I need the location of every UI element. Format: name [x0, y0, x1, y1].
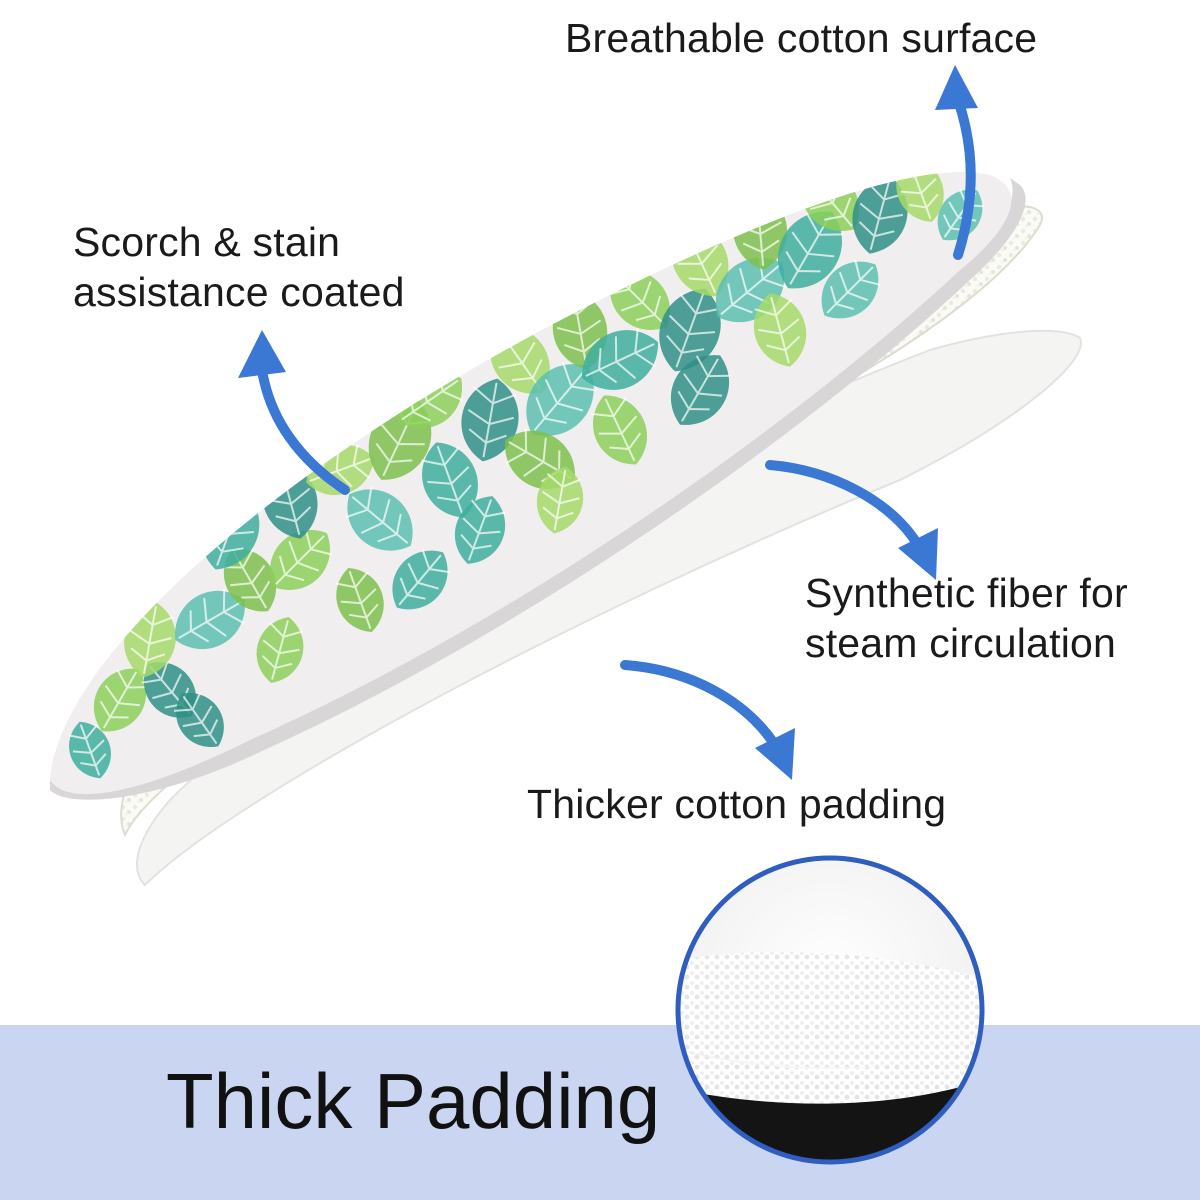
leaf-shape — [68, 721, 111, 779]
leaf-shape — [221, 548, 277, 612]
leaf-shape — [256, 617, 304, 683]
scorch-stain-label-line1: Scorch & stain — [73, 219, 341, 265]
curved-arrow-icon — [765, 460, 923, 550]
synthetic-fiber-label-line2: steam circulation — [805, 620, 1117, 666]
leaf-shape — [659, 288, 722, 372]
leaf-shape — [93, 668, 149, 732]
scorch-stain-label-line2: assistance coated — [73, 269, 405, 315]
leaf-shape — [778, 211, 845, 289]
leaf-shape — [526, 361, 597, 436]
leaf-shape — [421, 442, 478, 518]
leaf-shape — [852, 176, 908, 254]
leaf-shape — [670, 355, 732, 425]
leaf-shape — [173, 692, 224, 747]
leaf-shape — [454, 496, 506, 564]
thick-padding-headline: Thick Padding — [166, 1057, 661, 1145]
curved-arrow-icon — [257, 365, 350, 495]
leaf-shape — [821, 259, 881, 319]
curved-arrow-icon — [935, 65, 978, 110]
curved-arrow-icon — [898, 528, 938, 580]
synthetic-fiber-label-line1: Synthetic fiber for — [805, 570, 1128, 616]
thicker-padding-label: Thicker cotton padding — [527, 781, 947, 827]
padding-closeup-circle — [675, 855, 985, 1165]
breathable-cotton-label: Breathable cotton surface — [565, 15, 1038, 61]
leaf-shape — [335, 568, 384, 632]
leaf-shape — [461, 378, 519, 462]
leaf-shape — [581, 328, 659, 390]
leaf-shape — [392, 548, 451, 610]
leaf-shape — [175, 588, 245, 650]
bottom-band — [0, 1025, 1200, 1200]
leaf-pattern — [68, 171, 985, 779]
curved-arrow-icon — [755, 728, 795, 780]
curved-arrow-icon — [620, 660, 780, 750]
leaf-shape — [536, 466, 584, 534]
leaf-shape — [345, 486, 413, 551]
curved-arrow-icon — [238, 330, 286, 378]
leaf-shape — [753, 293, 807, 367]
leaf-shape — [270, 527, 333, 590]
leaf-shape — [591, 395, 647, 465]
curved-arrow-icon — [953, 95, 976, 260]
